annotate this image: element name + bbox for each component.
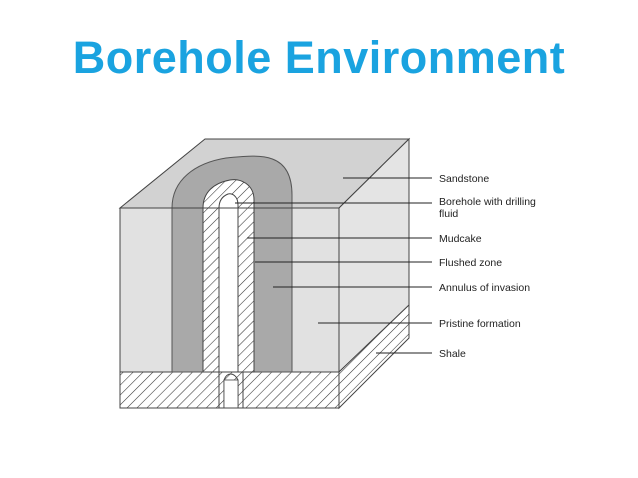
leader-lines — [235, 177, 432, 354]
front-outline — [119, 207, 340, 409]
label-borehole: Borehole with drilling fluid — [439, 196, 539, 220]
label-sandstone: Sandstone — [439, 173, 489, 185]
label-flushed-zone: Flushed zone — [439, 257, 502, 269]
label-shale: Shale — [439, 348, 466, 360]
slide-title: Borehole Environment — [72, 32, 566, 83]
label-annulus: Annulus of invasion — [439, 282, 530, 294]
label-mudcake: Mudcake — [439, 233, 482, 245]
borehole-bottom-gap — [223, 379, 239, 409]
borehole — [218, 193, 239, 373]
label-pristine: Pristine formation — [439, 318, 521, 330]
